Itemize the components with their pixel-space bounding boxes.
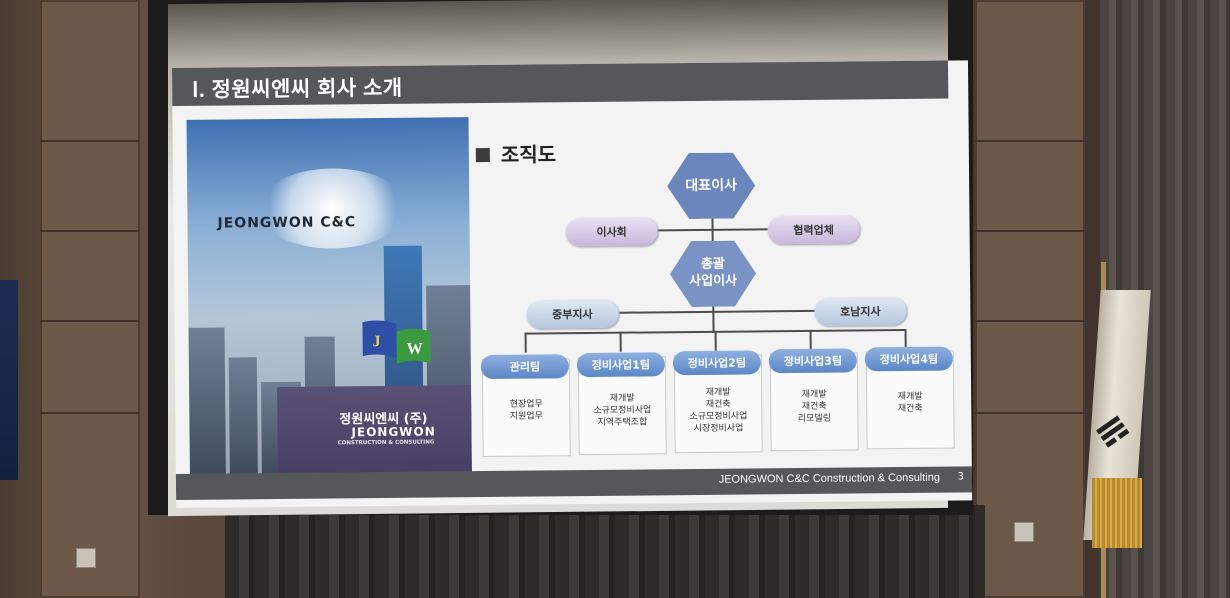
panel-seam: [40, 412, 140, 414]
slide-title: Ⅰ. 정원씨엔씨 회사 소개: [192, 76, 403, 102]
team-duty: 소규모정비사업: [593, 405, 652, 416]
panel-seam: [975, 230, 1085, 232]
team-duty: 재개발: [705, 387, 731, 398]
team-duty: 재개발: [897, 391, 923, 403]
team-header: 정비사업2팀: [672, 350, 761, 376]
wall-panel: [975, 0, 1085, 598]
panel-seam: [40, 230, 140, 232]
wall-outlet: [76, 548, 96, 568]
team-header: 정비사업3팀: [768, 348, 857, 374]
panel-seam: [975, 320, 1085, 322]
team-card: 정비사업1팀 재개발 소규모정비사업 지역주택조합: [576, 352, 667, 456]
team-duty: 지역주택조합: [597, 417, 648, 428]
left-banner: [0, 280, 18, 480]
partners-node: 협력업체: [767, 215, 860, 245]
team-duty: 재건축: [705, 399, 731, 410]
team-duty: 재건축: [801, 401, 827, 412]
team-card: 정비사업4팀 재개발 재건축: [864, 346, 955, 450]
honam-branch-node: 호남지사: [814, 296, 907, 326]
team-duty: 지원업무: [509, 411, 543, 422]
team-header: 정비사업1팀: [576, 352, 665, 378]
cover-company-english: JEONGWON: [351, 424, 436, 440]
panel-seam: [40, 320, 140, 322]
board-label: 이사회: [596, 225, 627, 239]
slide-title-bar: Ⅰ. 정원씨엔씨 회사 소개: [172, 60, 949, 106]
wall-panel: [40, 0, 140, 598]
ceo-label: 대표이사: [685, 177, 737, 194]
team-duty: 시장정비사업: [693, 423, 744, 435]
team-card: 정비사업3팀 재개발 재건축 리모델링: [768, 348, 859, 452]
director-label-line1: 총괄: [700, 256, 725, 273]
honam-branch-label: 호남지사: [840, 305, 881, 319]
team-header: 정비사업4팀: [864, 346, 953, 372]
wall-outlet: [1014, 522, 1034, 542]
jw-logo-icon: J W: [362, 320, 431, 364]
building: [188, 327, 226, 478]
page-number: 3: [957, 471, 965, 483]
connector-line: [714, 330, 717, 351]
stage-curtain: [225, 505, 985, 598]
svg-text:J: J: [373, 333, 381, 350]
team-duty: 재개발: [609, 393, 635, 404]
cover-company-subtitle: CONSTRUCTION & CONSULTING: [337, 439, 435, 447]
brochure-cover: JEONGWON C&C J W 정원씨엔씨 (주) JEONGWON CONS…: [186, 117, 472, 478]
org-chart-heading: 조직도: [500, 142, 557, 167]
central-branch-node: 중부지사: [526, 299, 619, 329]
central-branch-label: 중부지사: [552, 307, 593, 322]
building: [228, 357, 258, 478]
team-duty: 리모델링: [797, 413, 832, 425]
partners-label: 협력업체: [793, 223, 834, 238]
connector-line: [619, 331, 622, 352]
ceo-node: 대표이사: [667, 152, 756, 219]
panel-seam: [975, 140, 1085, 142]
connector-line: [619, 309, 840, 314]
team-duty: 소규모정비사업: [689, 411, 748, 423]
connector-line: [809, 329, 812, 350]
connector-line: [524, 332, 527, 353]
presentation-slide: Ⅰ. 정원씨엔씨 회사 소개 JEONGWON C&C J W 정원씨엔씨 (주…: [172, 60, 973, 508]
team-duty: 재건축: [897, 403, 923, 415]
cloud: [256, 167, 408, 250]
bullet-square-icon: [475, 147, 490, 163]
flag-trigram-icon: [1096, 415, 1130, 448]
footer-company: JEONGWON C&C Construction & Consulting: [718, 471, 941, 486]
team-card: 정비사업2팀 재개발 재건축 소규모정비사업 시장정비사업: [672, 350, 763, 454]
director-node: 총괄 사업이사: [670, 240, 757, 307]
cover-logo-text: JEONGWON C&C: [217, 214, 357, 232]
svg-text:W: W: [407, 341, 423, 358]
board-node: 이사회: [565, 217, 658, 247]
team-card: 관리팀 현장업무 지원업무: [480, 354, 571, 458]
panel-seam: [975, 412, 1085, 414]
team-header: 관리팀: [480, 354, 569, 380]
panel-seam: [40, 140, 140, 142]
team-duty: 현장업무: [509, 399, 543, 410]
team-duty: 재개발: [801, 389, 827, 400]
director-label-line2: 사업이사: [689, 273, 738, 290]
flag-fringe: [1092, 478, 1142, 548]
